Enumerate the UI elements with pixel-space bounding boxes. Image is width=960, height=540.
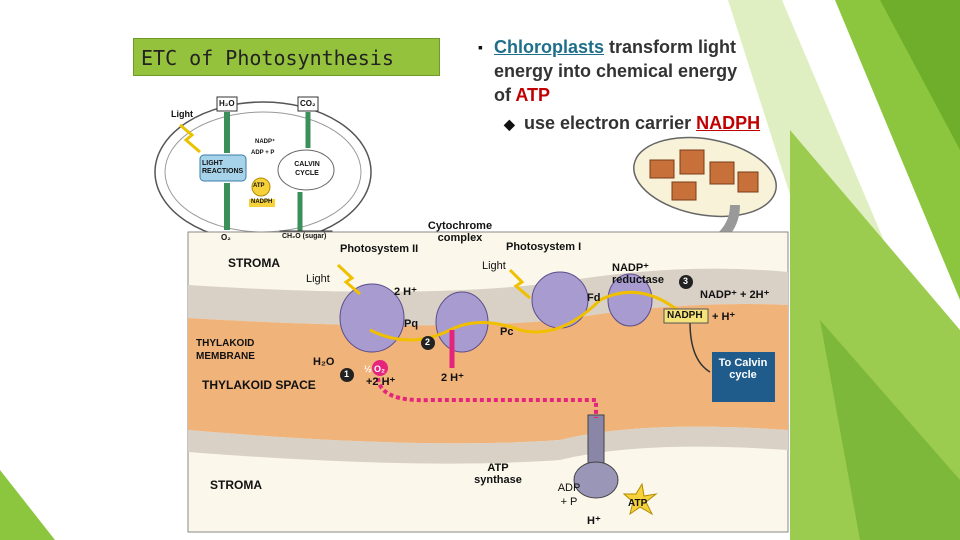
inset-calvin-label: CALVIN CYCLE (294, 161, 320, 177)
granum-stack-1 (649, 159, 675, 179)
slide-title-box: ETC of Photosynthesis (133, 38, 440, 76)
inset-atp-star (251, 177, 271, 197)
bullet-1-line-2: energy into chemical energy (494, 61, 738, 81)
thylakoid-space-label: THYLAKOID SPACE (202, 378, 316, 392)
step-1-label: 1 (344, 369, 350, 379)
pc-label: Pc (500, 326, 514, 338)
inset-nadph-label: NADPH (251, 199, 273, 205)
photosystem-i-label: Photosystem I (506, 241, 582, 253)
atp-star-icon (622, 482, 658, 516)
inset-sugar-label: CH₂O (sugar) (282, 233, 327, 240)
right-stripe-bottom (820, 320, 960, 540)
thylakoid-membrane-label: THYLAKOID MEMBRANE (196, 338, 255, 362)
nadph-to-calvin-arrow (689, 321, 711, 373)
inset-nadp-label: NADP⁺ (255, 139, 276, 145)
granum-stack-4 (737, 171, 759, 193)
light-bolt-ps1-icon (508, 268, 531, 300)
inset-h2o-box (216, 96, 238, 112)
chloroplast-overview-inset (154, 96, 372, 244)
light-left-label: Light (306, 273, 330, 285)
step-2-label: 2 (425, 337, 431, 347)
two-h-lower-label: 2 H⁺ (441, 372, 464, 384)
h-plus-bottom-label: H⁺ (587, 515, 601, 527)
inset-atp-label: ATP (253, 183, 265, 189)
bullet-1-line-1: Chloroplasts transform light (494, 35, 808, 59)
step-1-badge (340, 368, 354, 382)
plus-h-label: + H⁺ (712, 311, 736, 323)
chloroplast-grana-image (633, 136, 777, 260)
thylakoid-space (188, 304, 788, 444)
photosystem-i-complex (531, 271, 589, 329)
inset-light-reactions-box (199, 154, 247, 182)
step-2-badge (421, 336, 435, 350)
granum-stack-2 (679, 149, 705, 175)
granum-stack-3 (709, 161, 735, 185)
stroma-bottom-label: STROMA (210, 478, 262, 492)
inset-light-reactions-label: LIGHT REACTIONS (202, 160, 244, 175)
atp-highlight: ATP (515, 85, 550, 105)
fd-label: Fd (587, 292, 601, 304)
bullet-1-text-3: of (494, 85, 516, 105)
inset-light-bolt (179, 123, 201, 154)
proton-path (376, 377, 598, 418)
right-stripe-dark (880, 0, 960, 150)
inset-nadph-tag (249, 199, 275, 207)
bullet-1: ▪ Chloroplasts transform light energy in… (478, 35, 808, 107)
thylakoid-diagram (187, 231, 789, 533)
pq-label: Pq (404, 318, 419, 330)
plus-two-h-label: +2 H⁺ (366, 376, 396, 388)
bullet-1-line-3: of ATP (494, 83, 808, 107)
square-bullet-icon: ▪ (478, 39, 483, 55)
bullet-1-text-1: transform light (604, 37, 737, 57)
nadph-box (663, 308, 709, 324)
inset-co2-box (297, 96, 319, 112)
light-bolt-ps2-icon (336, 263, 361, 296)
lower-membrane (188, 426, 788, 464)
half-o2-label: ½ O₂ (364, 364, 386, 374)
nadp-reductase-label: NADP⁺ reductase (612, 262, 664, 286)
inset-light-label: Light (171, 109, 193, 119)
inset-chloroplast-outline (154, 101, 372, 243)
photosystem-ii-complex (339, 283, 405, 353)
left-accent-stripe (0, 470, 55, 540)
diamond-bullet-icon: ◆ (504, 116, 515, 132)
adp-plus-p-label: ADP + P (557, 482, 581, 508)
inset-o2-label: O₂ (221, 233, 231, 242)
oxygen-dot (372, 360, 388, 376)
atp-synthase-head (573, 461, 619, 499)
nadp-reductase-complex (607, 273, 653, 327)
to-calvin-box (712, 352, 775, 402)
to-calvin-label: To Calvin cycle (718, 357, 768, 381)
nadph-label: NADPH (667, 310, 703, 321)
granum-stack-5 (671, 181, 697, 201)
step-3-badge (679, 275, 693, 289)
step-3-label: 3 (683, 276, 689, 286)
inset-calvin-cycle-box (277, 149, 335, 191)
chloroplasts-link[interactable]: Chloroplasts (494, 37, 605, 57)
inset-co2-label: CO₂ (300, 99, 316, 108)
atp-synthase-label: ATP synthase (474, 462, 522, 486)
photosystem-ii-label: Photosystem II (340, 243, 419, 255)
cytochrome-label: Cytochrome complex (427, 220, 493, 244)
bullet-2: ◆ use electron carrier NADPH (478, 111, 808, 135)
nadp-equation-label: NADP⁺ + 2H⁺ (700, 289, 770, 301)
nadph-highlight: NADPH (696, 113, 761, 133)
h2o-label: H₂O (313, 356, 335, 368)
bullet-2-text: use electron carrier (524, 113, 697, 133)
stroma-top-label: STROMA (228, 256, 280, 270)
slide-title: ETC of Photosynthesis (141, 46, 394, 70)
inset-h2o-label: H₂O (219, 99, 235, 108)
chloroplast-outline (633, 136, 777, 218)
bullet-list: ▪ Chloroplasts transform light energy in… (478, 35, 808, 135)
light-right-label: Light (482, 260, 506, 272)
atp-label: ATP (628, 498, 648, 509)
inset-adp-label: ADP + P (251, 150, 275, 156)
two-h-top-label: 2 H⁺ (394, 286, 417, 298)
